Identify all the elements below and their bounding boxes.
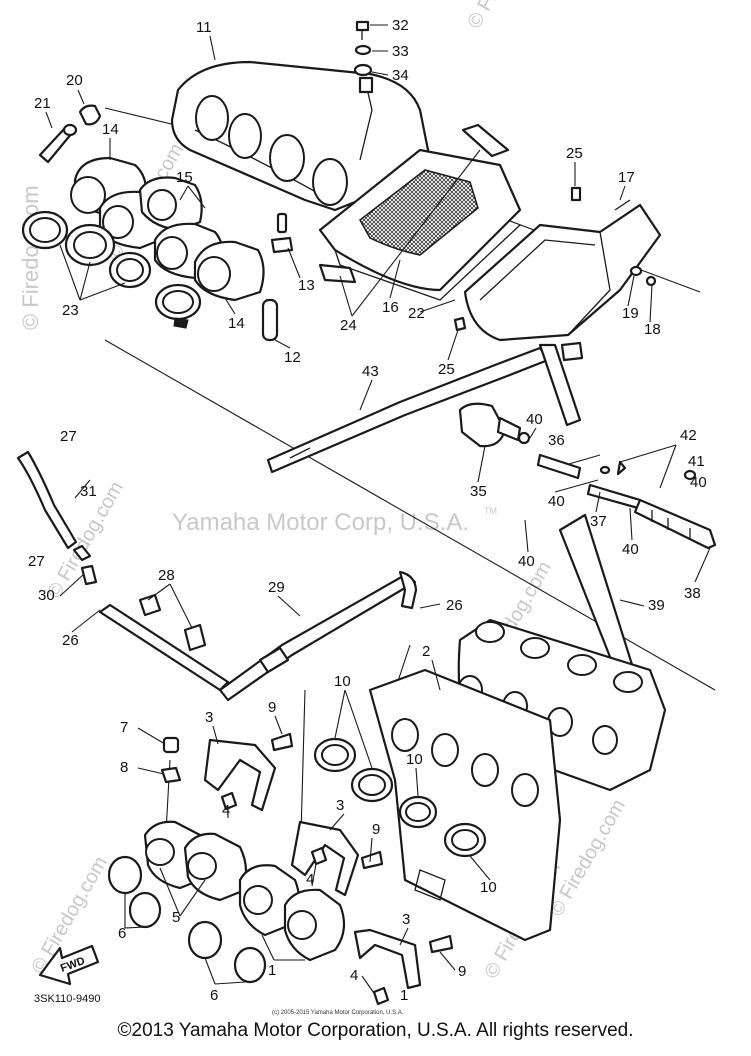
- air-duct: [318, 186, 662, 362]
- callout-1b: 1: [400, 987, 408, 1004]
- callout-18: 18: [644, 321, 661, 338]
- callout-40b: 40: [690, 474, 707, 491]
- callout-14b: 14: [228, 315, 245, 332]
- band-clamps: [313, 737, 487, 858]
- callout-30: 30: [38, 587, 55, 604]
- callout-15: 15: [176, 169, 193, 186]
- callout-24: 24: [340, 317, 357, 334]
- callout-16: 16: [382, 299, 399, 316]
- watermark-center: Yamaha Motor Corp, U.S.A.: [172, 509, 469, 536]
- callout-42: 42: [680, 427, 697, 444]
- diagram-code: 3SK110-9490: [34, 993, 100, 1005]
- callout-6b: 6: [210, 987, 218, 1004]
- callout-40d: 40: [622, 541, 639, 558]
- callout-21: 21: [34, 95, 51, 112]
- watermark-vertical: © Firedog.com: [18, 185, 43, 330]
- callout-41: 41: [688, 453, 705, 470]
- callout-12: 12: [284, 349, 301, 366]
- callout-39: 39: [648, 597, 665, 614]
- callout-40a: 40: [526, 411, 543, 428]
- callout-7: 7: [120, 719, 128, 736]
- fwd-arrow: FWD: [38, 944, 100, 986]
- callout-leaders: [45, 24, 711, 997]
- callout-14a: 14: [102, 121, 119, 138]
- callout-25b: 25: [438, 361, 455, 378]
- callout-3b: 3: [336, 797, 344, 814]
- callout-31: 31: [80, 483, 97, 500]
- callout-1a: 1: [268, 962, 276, 979]
- callout-28: 28: [158, 567, 175, 584]
- breather-hose-assy: [266, 343, 717, 697]
- vacuum-hoses: [16, 450, 418, 702]
- watermark-tm: TM: [484, 506, 497, 516]
- callout-13: 13: [298, 277, 315, 294]
- callout-32: 32: [392, 17, 409, 34]
- callout-43: 43: [362, 363, 379, 380]
- callout-5a: 5: [172, 909, 180, 926]
- brackets: [203, 732, 454, 1006]
- callout-11: 11: [196, 19, 212, 36]
- callout-25a: 25: [566, 145, 583, 162]
- callout-labels: 11 32 33 34 20 21 14 15 25 17 13 23 14 1…: [28, 17, 707, 1004]
- air-box-case: [170, 60, 522, 301]
- callout-10b: 10: [406, 751, 423, 768]
- callout-34: 34: [392, 67, 409, 84]
- callout-27a: 27: [60, 428, 77, 445]
- callout-4a: 4: [222, 802, 230, 819]
- callout-6a: 6: [118, 925, 126, 942]
- callout-27b: 27: [28, 553, 45, 570]
- callout-19: 19: [622, 305, 639, 322]
- callout-40e: 40: [518, 553, 535, 570]
- watermark-tile-7: © Firedog.com: [463, 0, 548, 33]
- hose-clamps: [21, 210, 202, 329]
- callout-9b: 9: [372, 821, 380, 838]
- callout-20: 20: [66, 72, 83, 89]
- callout-9c: 9: [458, 963, 466, 980]
- callout-8: 8: [120, 759, 128, 776]
- callout-10a: 10: [334, 673, 351, 690]
- callout-35: 35: [470, 483, 487, 500]
- fine-print: (c) 2005-2015 Yamaha Motor Corporation, …: [272, 1010, 404, 1016]
- callout-9a: 9: [268, 699, 276, 716]
- callout-3a: 3: [205, 709, 213, 726]
- plate-assembly: [368, 668, 562, 942]
- callout-26b: 26: [446, 597, 463, 614]
- callout-17: 17: [618, 169, 635, 186]
- callout-29: 29: [268, 579, 285, 596]
- callout-4c: 4: [350, 967, 358, 984]
- callout-38: 38: [684, 585, 701, 602]
- callout-4b: 4: [306, 871, 314, 888]
- callout-40c: 40: [548, 493, 565, 510]
- callout-10c: 10: [480, 879, 497, 896]
- callout-22: 22: [408, 305, 425, 322]
- callout-37: 37: [590, 513, 607, 530]
- callout-33: 33: [392, 43, 409, 60]
- intake-joints: [107, 736, 346, 984]
- small-hardware: [38, 20, 373, 342]
- carb-joints: [70, 156, 265, 302]
- callout-3c: 3: [402, 911, 410, 928]
- callout-36: 36: [548, 432, 565, 449]
- copyright-footer: ©2013 Yamaha Motor Corporation, U.S.A. A…: [117, 1020, 634, 1041]
- callout-26a: 26: [62, 632, 79, 649]
- callout-2: 2: [422, 643, 430, 660]
- callout-23: 23: [62, 302, 79, 319]
